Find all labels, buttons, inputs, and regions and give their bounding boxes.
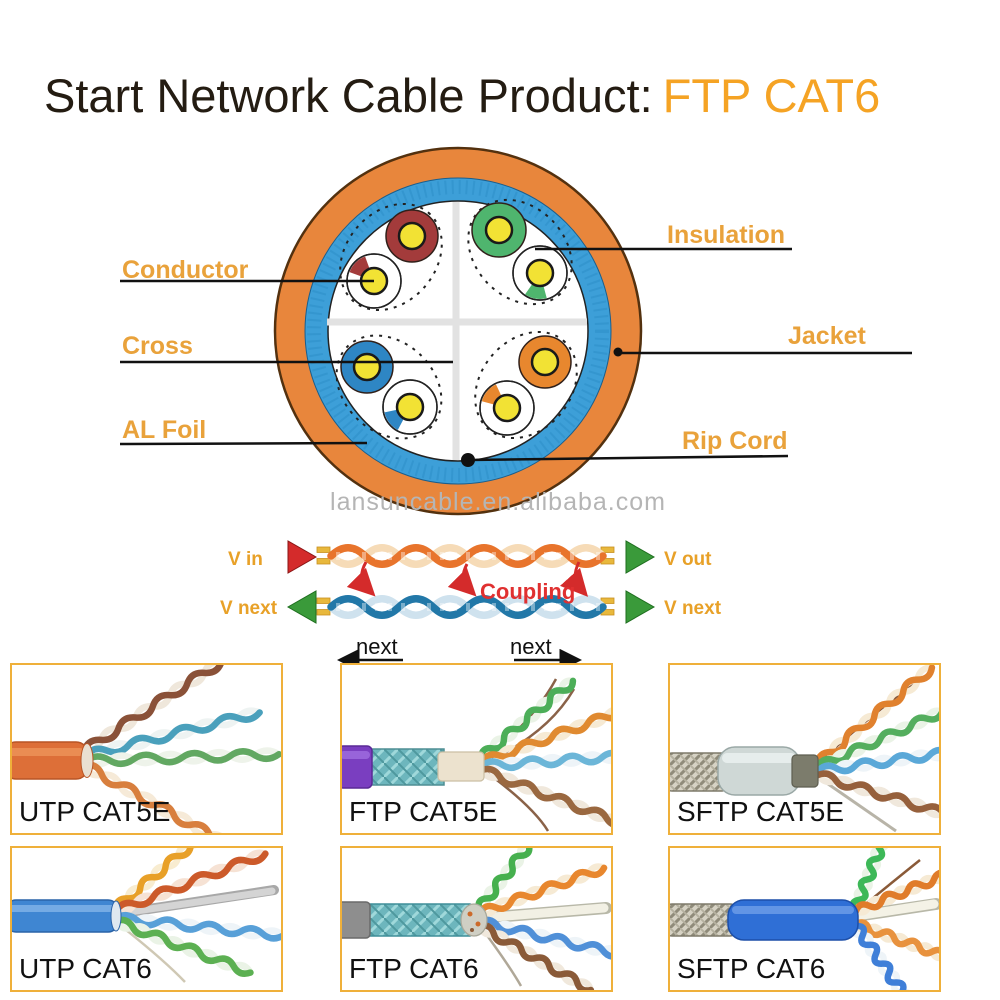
product-label: UTP CAT6	[19, 953, 152, 984]
utp-cat6-cable-image	[12, 848, 281, 983]
cross-separator	[327, 202, 587, 460]
foil-wrap	[437, 751, 485, 782]
product-label: SFTP CAT6	[677, 953, 826, 984]
sftp-cat5e-cable-image	[670, 665, 939, 833]
label-cross: Cross	[122, 332, 193, 360]
product-photo-sftp-cat6: SFTP CAT6	[668, 846, 941, 992]
foil-shield	[367, 748, 445, 786]
product-photo-utp-cat6: UTP CAT6	[10, 846, 283, 992]
inner-shield	[791, 754, 819, 788]
al-foil-leader-line	[119, 441, 368, 446]
cable-jacket	[12, 899, 119, 933]
ftp-cat6-cable-image	[342, 848, 611, 990]
label-v-next-right: V next	[664, 598, 722, 619]
victim-pair-top	[331, 548, 608, 565]
page-title-black: Start Network Cable Product:	[44, 69, 653, 122]
product-photo-sftp-cat5e: SFTP CAT5E	[668, 663, 941, 835]
product-photo-utp-cat5e: UTP CAT5E	[10, 663, 283, 835]
wire-pair-green	[471, 202, 568, 301]
product-label: FTP CAT6	[349, 953, 479, 984]
cable-jacket	[342, 901, 371, 939]
cable-jacket	[12, 741, 89, 780]
v-next-left-arrow-icon	[286, 590, 317, 624]
watermark: lansuncable.en.alibaba.com	[330, 488, 666, 516]
leader-lines	[119, 247, 912, 462]
label-v-out: V out	[664, 549, 712, 570]
v-next-right-arrow-icon	[625, 590, 656, 624]
wire-pair-blue	[340, 340, 438, 435]
utp-cat5e-cable-image	[12, 665, 281, 833]
product-label: FTP CAT5E	[349, 796, 498, 827]
label-jacket: Jacket	[788, 322, 867, 350]
cable-cross-section-diagram: Conductor Cross AL Foil Insulation Jacke…	[119, 146, 912, 516]
product-photo-ftp-cat6: FTP CAT6	[340, 846, 613, 992]
product-label: UTP CAT5E	[19, 796, 171, 827]
v-in-arrow-icon	[287, 540, 318, 574]
v-out-arrow-icon	[625, 540, 656, 574]
label-rip-cord: Rip Cord	[682, 427, 788, 455]
label-v-in: V in	[228, 549, 263, 570]
product-label: SFTP CAT5E	[677, 796, 845, 827]
label-next-right: next	[510, 634, 552, 659]
wire-pair-orange	[479, 335, 572, 436]
coupling-diagram: V in V out V next V next Coupling next	[220, 540, 722, 668]
rip-cord-leader-line	[467, 454, 789, 462]
label-conductor: Conductor	[122, 256, 249, 284]
label-next-left: next	[356, 634, 398, 659]
page-title-highlight: FTP CAT6	[662, 69, 881, 122]
coupling-arrow-icons	[346, 561, 589, 597]
ftp-cat5e-cable-image	[342, 665, 611, 832]
label-al-foil: AL Foil	[122, 416, 206, 444]
page-title: Start Network Cable Product:FTP CAT6	[44, 68, 880, 123]
label-v-next-left: V next	[220, 598, 278, 619]
foil-shield	[367, 903, 471, 937]
foil-fold	[460, 903, 488, 937]
sftp-cat6-cable-image	[670, 848, 939, 990]
label-coupling: Coupling	[480, 579, 575, 604]
product-photo-ftp-cat5e: FTP CAT5E	[340, 663, 613, 835]
label-insulation: Insulation	[667, 221, 785, 249]
